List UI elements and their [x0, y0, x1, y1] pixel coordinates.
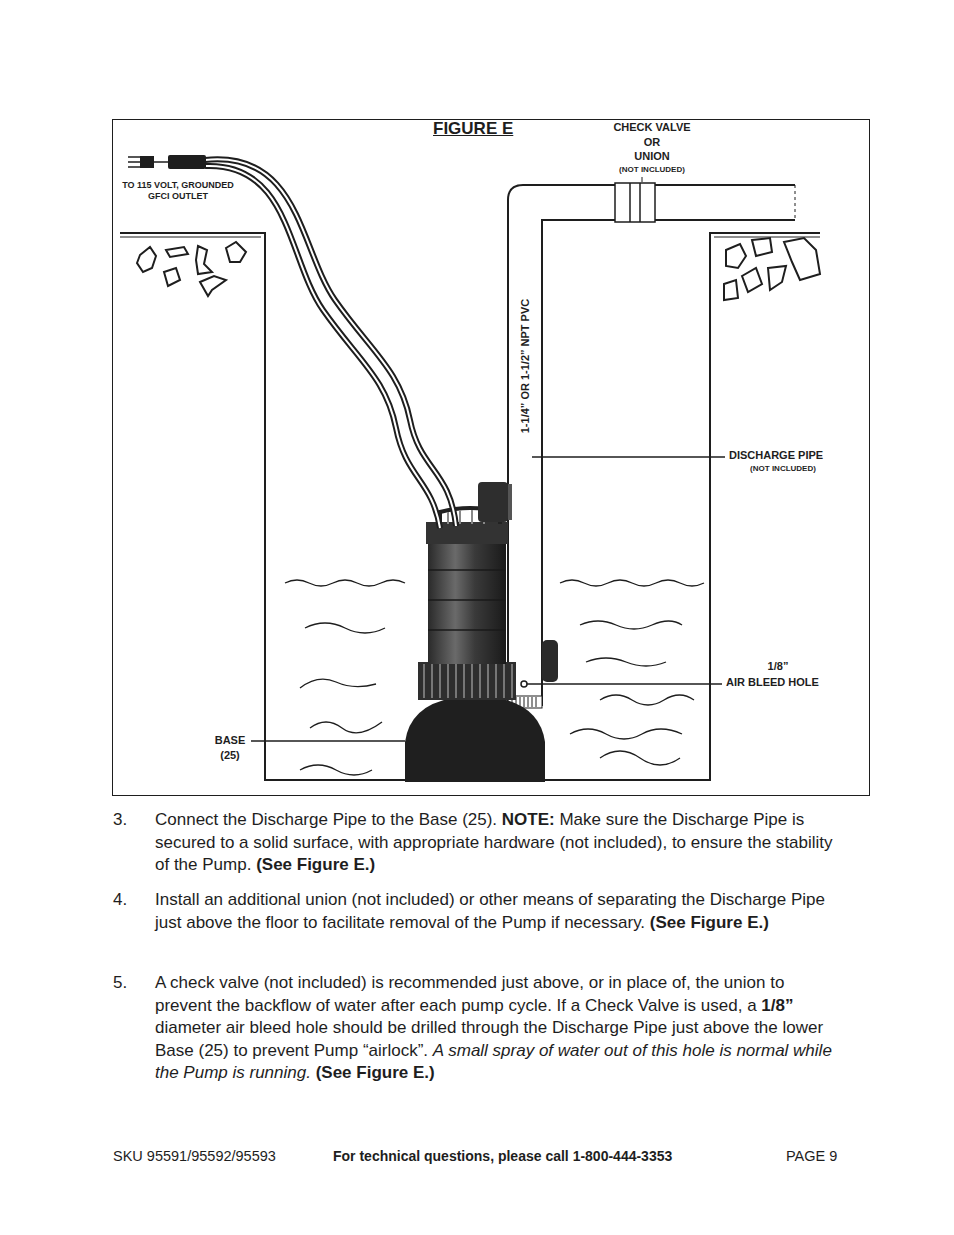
outlet-note: TO 115 VOLT, GROUNDED	[122, 180, 234, 190]
page-number: PAGE 9	[786, 1148, 837, 1165]
instruction-text: (See Figure E.)	[256, 855, 375, 874]
instruction-text: Connect the Discharge Pipe to the Base (…	[155, 810, 497, 829]
part-label: BASE	[215, 734, 246, 747]
instruction-text: 1/8”	[761, 996, 793, 1015]
instruction-text: (See Figure E.)	[650, 913, 769, 932]
pipe-size-label: 1-1/4” OR 1-1/2” NPT PVC	[519, 299, 532, 434]
instruction-paragraph: Connect the Discharge Pipe to the Base (…	[155, 809, 845, 877]
instruction-paragraph: A check valve (not included) is recommen…	[155, 972, 845, 1085]
instruction-text: A check valve (not included) is recommen…	[155, 973, 784, 1015]
part-label: CHECK VALVE	[613, 121, 690, 134]
part-label: UNION	[634, 150, 669, 163]
footer-phone: For technical questions, please call 1-8…	[333, 1148, 672, 1164]
part-label: OR	[644, 136, 661, 149]
instruction-text: NOTE:	[502, 810, 555, 829]
instruction-text: (See Figure E.)	[316, 1063, 435, 1082]
part-note: (NOT INCLUDED)	[750, 464, 816, 473]
step-number: 3.	[113, 809, 127, 832]
footer-sku: SKU 95591/95592/95593	[113, 1148, 276, 1165]
part-label: DISCHARGE PIPE	[729, 449, 823, 462]
figure-title: FIGURE E	[433, 119, 513, 139]
part-label: AIR BLEED HOLE	[726, 676, 819, 689]
part-label: 1/8”	[768, 660, 789, 673]
outlet-note: GFCI OUTLET	[148, 191, 208, 201]
instruction-paragraph: Install an additional union (not include…	[155, 889, 845, 934]
part-note: (NOT INCLUDED)	[619, 165, 685, 174]
step-number: 4.	[113, 889, 127, 912]
step-number: 5.	[113, 972, 127, 995]
callout-number: (25)	[220, 749, 240, 762]
